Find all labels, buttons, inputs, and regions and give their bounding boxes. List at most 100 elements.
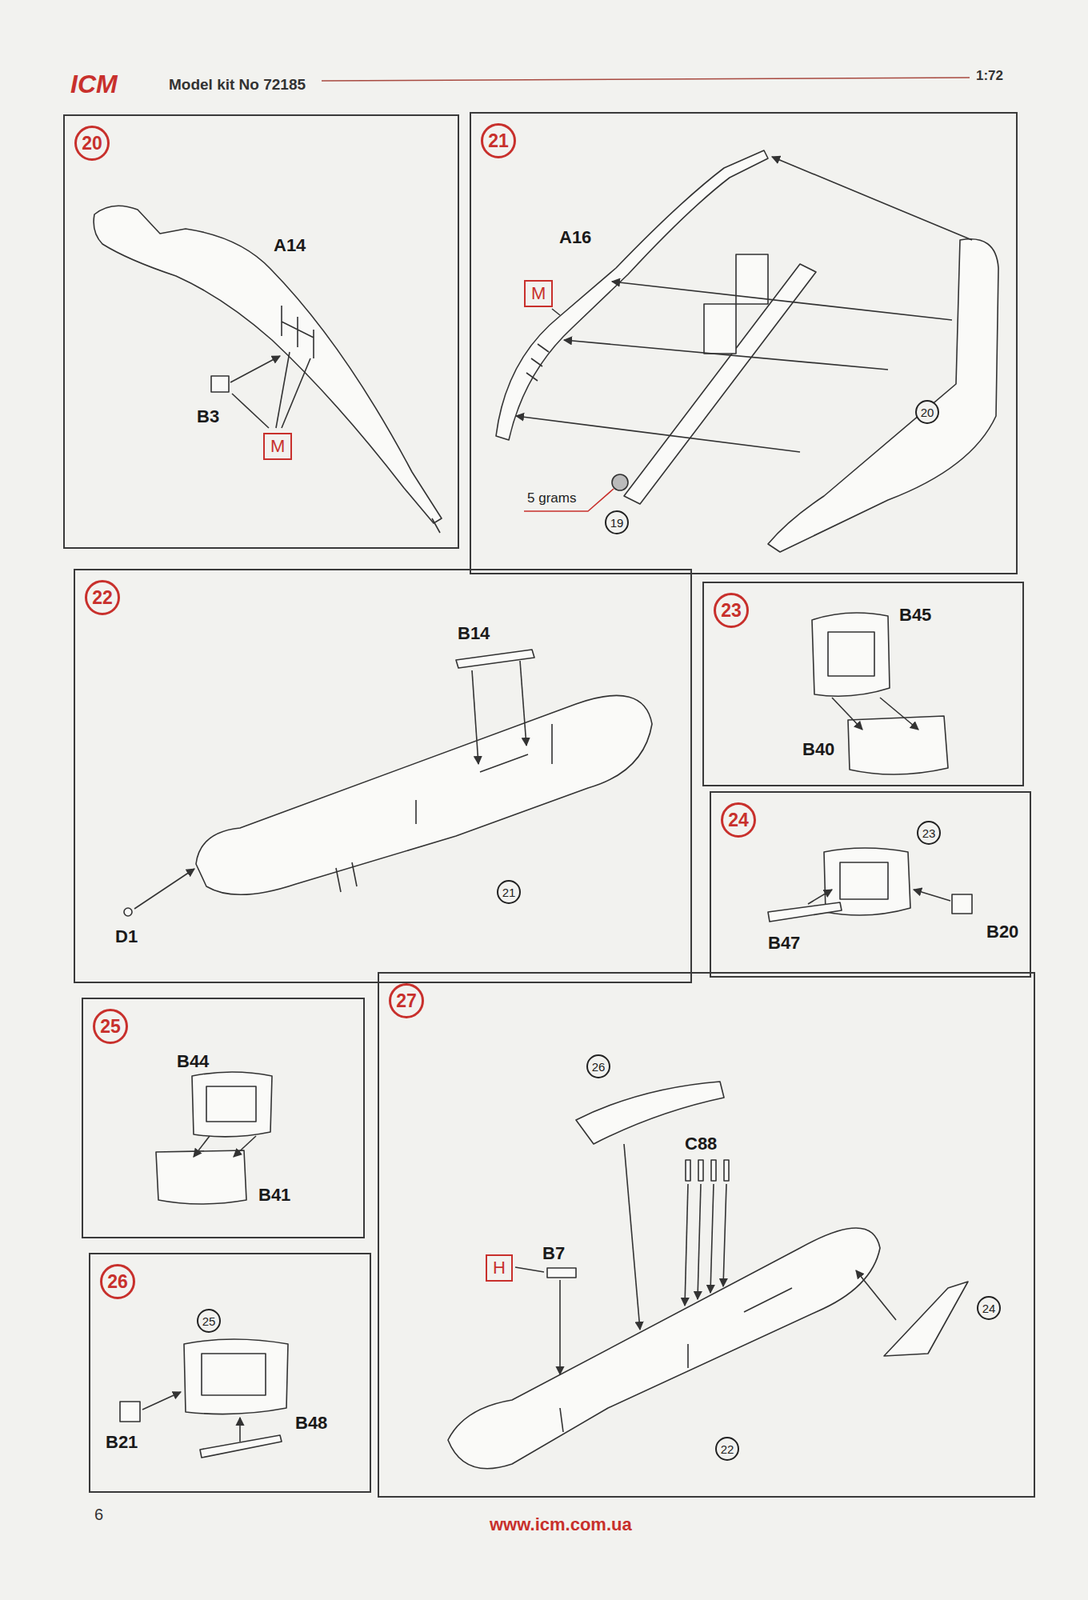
part-number: B44	[175, 1052, 211, 1072]
header-rule	[321, 77, 970, 81]
part-number: D1	[113, 927, 140, 947]
part-number: B20	[984, 922, 1020, 942]
part-number: A14	[272, 236, 308, 256]
step-panel: C88B72726H2422	[377, 972, 1036, 1498]
assembly-arrow	[559, 1280, 561, 1375]
step-number: 23	[713, 592, 749, 628]
assembly-arrow	[233, 1136, 256, 1157]
assembly-arrow	[564, 340, 888, 370]
paint-code: M	[531, 284, 546, 304]
assembly-callout: 23	[916, 820, 941, 845]
paint-code: M	[270, 436, 285, 456]
part-number: B45	[897, 605, 933, 625]
assembly-callout: 19	[604, 510, 629, 535]
assembly-arrow	[856, 1270, 896, 1320]
cockpit-floor	[624, 264, 816, 504]
callout-number: 23	[922, 827, 936, 840]
callout-number: 21	[502, 886, 516, 899]
part-b47	[768, 902, 842, 922]
assembly-arrow	[520, 660, 527, 746]
assembly-arrow	[230, 356, 280, 383]
part-d1	[124, 908, 132, 916]
part-detail	[201, 1353, 266, 1396]
part-b48	[200, 1435, 282, 1458]
part-number: B40	[800, 740, 836, 760]
part-b44	[192, 1072, 272, 1137]
page-number: 6	[94, 1505, 104, 1524]
assembly-arrow	[193, 1136, 210, 1157]
step-number: 27	[388, 983, 424, 1019]
part-number: B14	[456, 624, 492, 644]
part-b7	[547, 1268, 576, 1278]
nose-weight	[612, 474, 628, 491]
part-number: B21	[104, 1432, 140, 1452]
step-number-text: 24	[728, 811, 749, 830]
callout-number: 26	[592, 1060, 606, 1073]
assembly-arrow	[684, 1184, 688, 1306]
assembly-arrow	[624, 1144, 640, 1330]
step-number-text: 21	[488, 132, 509, 151]
assembly-arrow	[710, 1184, 714, 1293]
weight-leader	[524, 488, 614, 512]
assembly-callout: 21	[496, 880, 521, 904]
assembly-arrow	[772, 156, 972, 240]
step-number-text: 20	[81, 134, 103, 153]
brand-logo: ICM	[70, 70, 118, 99]
callout-number: 25	[202, 1315, 216, 1328]
step-number: 26	[100, 1264, 136, 1300]
panel-lines	[336, 724, 552, 892]
assembly-callout: 25	[196, 1308, 221, 1333]
part-c88	[698, 1160, 704, 1181]
part-number: C88	[683, 1134, 719, 1154]
part-b40	[848, 716, 948, 775]
step-number: 24	[720, 802, 756, 838]
part-b45	[812, 612, 890, 696]
part-detail	[206, 1086, 256, 1122]
assembly-arrow	[723, 1184, 727, 1287]
step-panel: A14B320M	[63, 114, 460, 549]
step-panel: B47 B20 24 23	[709, 791, 1032, 978]
assembly-arrow	[612, 281, 952, 320]
step-number: 20	[74, 125, 110, 161]
step-number: 25	[92, 1008, 128, 1044]
part-number: B7	[540, 1244, 567, 1264]
paint-code-box: M	[524, 280, 553, 308]
step-number-text: 27	[396, 992, 417, 1011]
fuselage-half	[93, 205, 442, 524]
assembly-arrow	[697, 1184, 701, 1300]
part-number: B48	[293, 1413, 329, 1433]
assembly-arrow	[913, 889, 951, 901]
assembly-arrow	[472, 670, 479, 764]
assembly-arrow	[134, 868, 195, 909]
step-panel: B45B40 23	[702, 581, 1024, 787]
assembly-arrow	[832, 697, 863, 730]
part-c88	[724, 1160, 729, 1181]
leader-line	[515, 1267, 544, 1272]
part-b41	[156, 1150, 247, 1204]
leader-line	[281, 358, 311, 428]
part-b21	[120, 1401, 140, 1422]
panel-lines	[560, 1288, 792, 1432]
assembly-arrow	[516, 416, 800, 452]
step-number-text: 26	[107, 1272, 128, 1292]
paint-code: H	[492, 1258, 506, 1278]
scale: 1:72	[976, 68, 1004, 84]
part-number: B47	[766, 933, 802, 953]
part-c88	[685, 1160, 691, 1181]
fuselage	[448, 1228, 880, 1469]
frame-detail	[526, 308, 560, 381]
step-number: 21	[480, 123, 516, 159]
part-b3	[211, 376, 229, 392]
website: www.icm.com.ua	[489, 1515, 632, 1535]
step-number-text: 23	[720, 601, 742, 620]
assembly-callout: 20	[915, 400, 940, 424]
seat	[704, 304, 736, 354]
leader-line	[232, 393, 269, 428]
assembly-callout: 22	[715, 1436, 740, 1461]
part-b20	[952, 894, 972, 914]
part-c88	[711, 1160, 716, 1181]
kit-number: Model kit No 72185	[168, 76, 306, 94]
part-detail	[840, 862, 888, 900]
part-number: 5 grams	[525, 491, 578, 507]
